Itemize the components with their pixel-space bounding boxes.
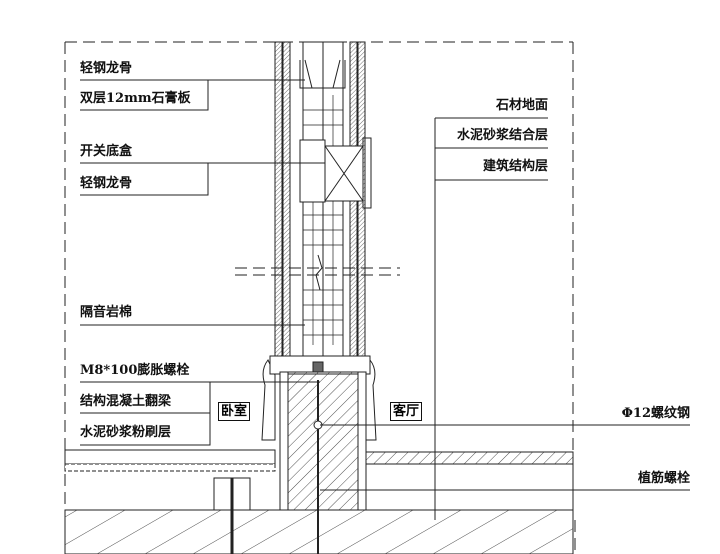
switch-box-symbol [299, 137, 372, 209]
label-expansion-bolt: M8*100膨胀螺栓 [80, 363, 190, 378]
label-light-steel-keel-2: 轻钢龙骨 [80, 176, 133, 191]
label-stone-floor: 石材地面 [495, 98, 548, 113]
label-structural-layer: 建筑结构层 [482, 159, 548, 174]
label-anchor-bolt: 植筋螺栓 [637, 471, 690, 486]
structural-slab [64, 509, 574, 554]
label-cement-mortar-bond: 水泥砂浆结合层 [456, 128, 548, 143]
label-cement-mortar-plaster: 水泥砂浆粉刷层 [80, 425, 172, 440]
label-light-steel-keel-1: 轻钢龙骨 [80, 61, 133, 76]
concrete-beam [261, 355, 377, 554]
leader-lines [80, 79, 690, 520]
living-room-stone-floor [365, 451, 574, 511]
label-double-gypsum-board: 双层12mm石膏板 [80, 91, 191, 106]
room-tag-bedroom: 卧室 [218, 402, 251, 421]
label-switch-box: 开关底盒 [80, 144, 133, 159]
label-concrete-beam: 结构混凝土翻梁 [80, 394, 172, 409]
label-rebar: Φ12螺纹钢 [621, 406, 690, 421]
room-tag-living-room: 客厅 [390, 402, 423, 421]
label-soundproof-rockwool: 隔音岩棉 [80, 305, 133, 320]
